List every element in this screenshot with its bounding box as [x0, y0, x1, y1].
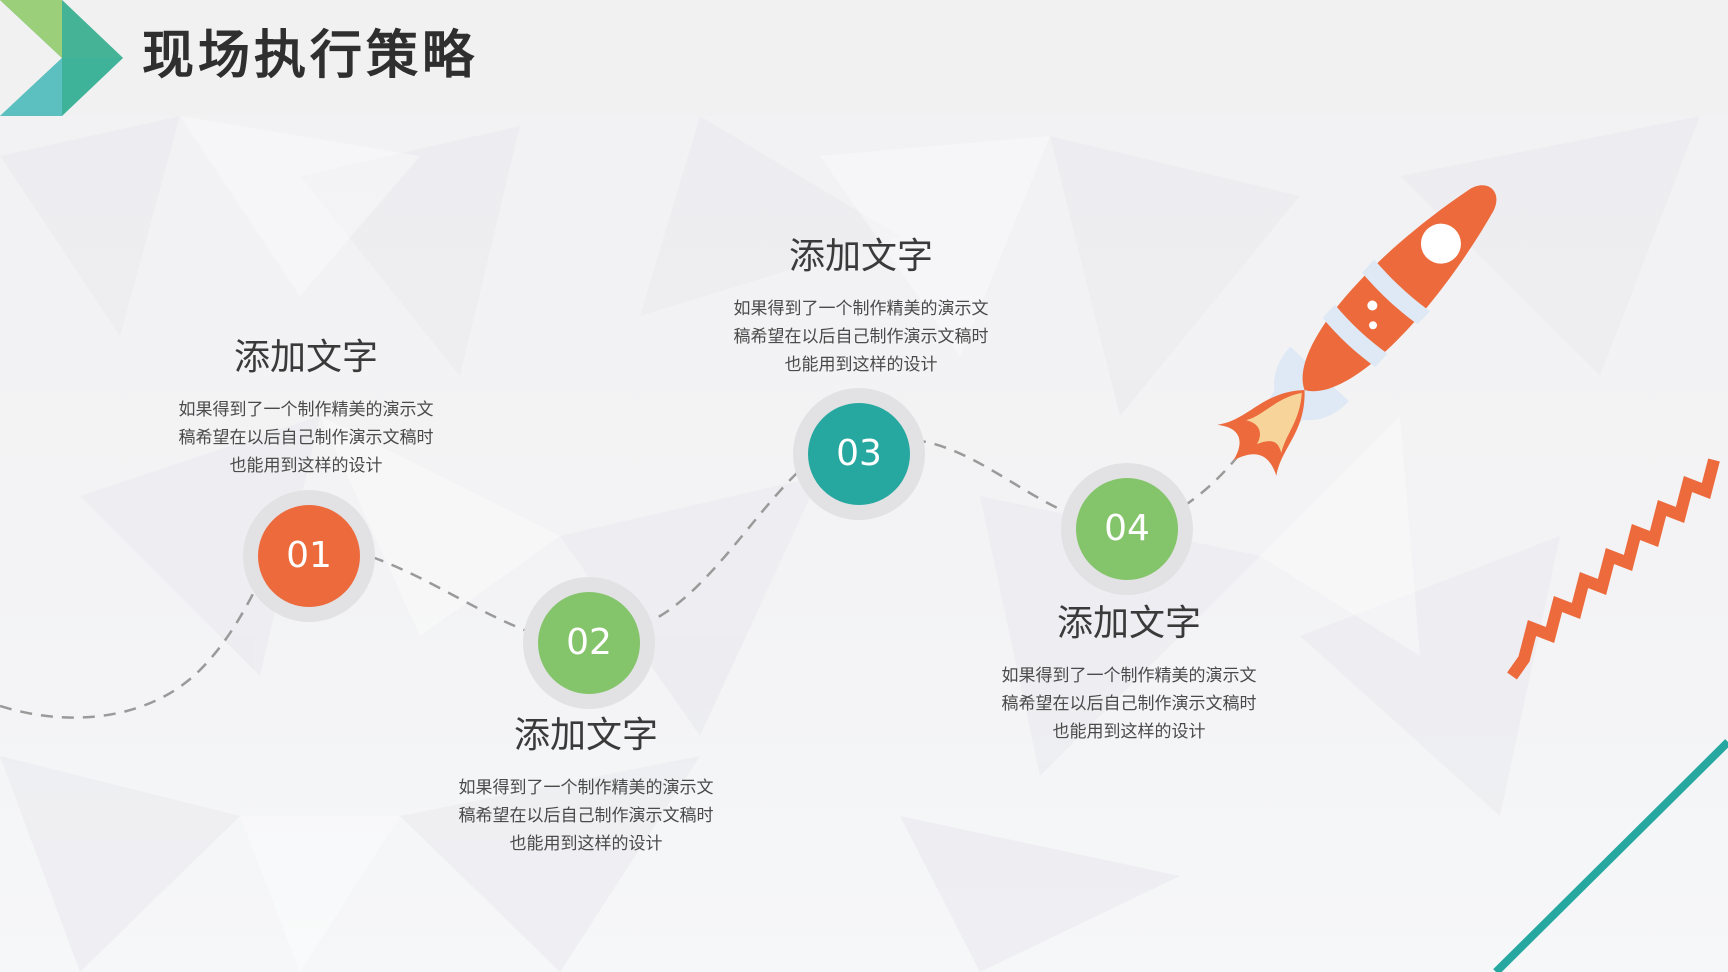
step-number: 02 [566, 622, 612, 663]
diagonal-line-fix [1493, 739, 1728, 972]
step-number: 01 [286, 535, 332, 576]
step-number: 04 [1104, 508, 1150, 549]
step-title: 添加文字 [513, 715, 658, 756]
connector-path [0, 369, 1294, 719]
step-disc: 01 [258, 505, 360, 607]
step-disc: 03 [808, 403, 910, 505]
step-marker-01: 01 [243, 490, 375, 622]
step-title: 添加文字 [233, 337, 378, 378]
rocket-icon [1217, 185, 1497, 476]
step-disc: 02 [538, 592, 640, 694]
zigzag-decoration [1507, 458, 1720, 680]
step-text-block-04: 添加文字 如果得到了一个制作精美的演示文 稿希望在以后自己制作演示文稿时 也能用… [979, 600, 1279, 746]
header-band [0, 0, 1728, 116]
step-text-block-03: 添加文字 如果得到了一个制作精美的演示文 稿希望在以后自己制作演示文稿时 也能用… [711, 233, 1011, 379]
step-text-block-01: 添加文字 如果得到了一个制作精美的演示文 稿希望在以后自己制作演示文稿时 也能用… [156, 334, 456, 480]
chevron-logo-icon [0, 0, 123, 116]
step-title: 添加文字 [1056, 603, 1201, 644]
step-marker-04: 04 [1061, 463, 1193, 595]
step-description: 如果得到了一个制作精美的演示文 稿希望在以后自己制作演示文稿时 也能用到这样的设… [458, 778, 714, 854]
step-description: 如果得到了一个制作精美的演示文 稿希望在以后自己制作演示文稿时 也能用到这样的设… [178, 400, 434, 476]
step-disc: 04 [1076, 478, 1178, 580]
step-text-block-02: 添加文字 如果得到了一个制作精美的演示文 稿希望在以后自己制作演示文稿时 也能用… [436, 712, 736, 858]
step-title: 添加文字 [788, 236, 933, 277]
step-number: 03 [836, 433, 882, 474]
step-marker-03: 03 [793, 388, 925, 520]
step-marker-02: 02 [523, 577, 655, 709]
page-title: 现场执行策略 [142, 26, 479, 86]
step-description: 如果得到了一个制作精美的演示文 稿希望在以后自己制作演示文稿时 也能用到这样的设… [1001, 666, 1257, 742]
background-pattern [0, 116, 1700, 972]
step-description: 如果得到了一个制作精美的演示文 稿希望在以后自己制作演示文稿时 也能用到这样的设… [733, 299, 989, 375]
